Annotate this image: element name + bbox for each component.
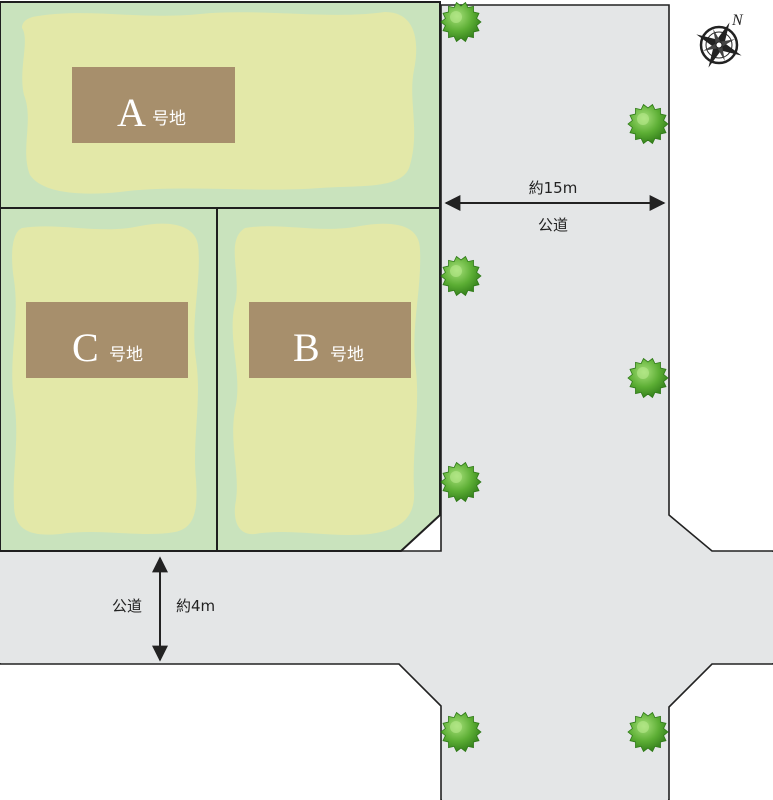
lot-b-ground [232, 223, 421, 535]
lot-a[interactable]: A 号地 [0, 1, 441, 209]
lot-a-suffix: 号地 [152, 109, 186, 129]
tree-icon [627, 711, 669, 753]
lot-b-suffix: 号地 [330, 345, 364, 365]
lot-c[interactable]: C 号地 [0, 207, 218, 552]
lot-b[interactable]: B 号地 [216, 207, 441, 552]
lot-c-ground [12, 223, 199, 535]
tree-icon [440, 1, 482, 43]
east-road-width-label: 約15m [529, 179, 578, 197]
lot-c-suffix: 号地 [109, 345, 143, 365]
lot-a-building [72, 67, 235, 143]
east-road-dimension: 約15m 公道 [444, 179, 666, 234]
tree-icon [627, 357, 669, 399]
tree-icon [627, 103, 669, 145]
east-road-name-label: 公道 [538, 216, 568, 234]
tree-icon [440, 461, 482, 503]
south-road-name-label: 公道 [112, 597, 142, 615]
lot-c-letter: C [72, 325, 99, 370]
tree-icon [440, 255, 482, 297]
tree-icon [440, 711, 482, 753]
trees [440, 1, 669, 753]
lot-b-letter: B [293, 325, 320, 370]
lot-a-letter: A [117, 90, 146, 135]
south-road-width-label: 約4m [176, 597, 215, 615]
compass-rose-icon: N [696, 12, 744, 68]
lot-c-building [26, 302, 188, 378]
south-road-dimension: 公道 約4m [112, 556, 215, 662]
compass-north-label: N [731, 12, 744, 29]
lot-b-building [249, 302, 411, 378]
